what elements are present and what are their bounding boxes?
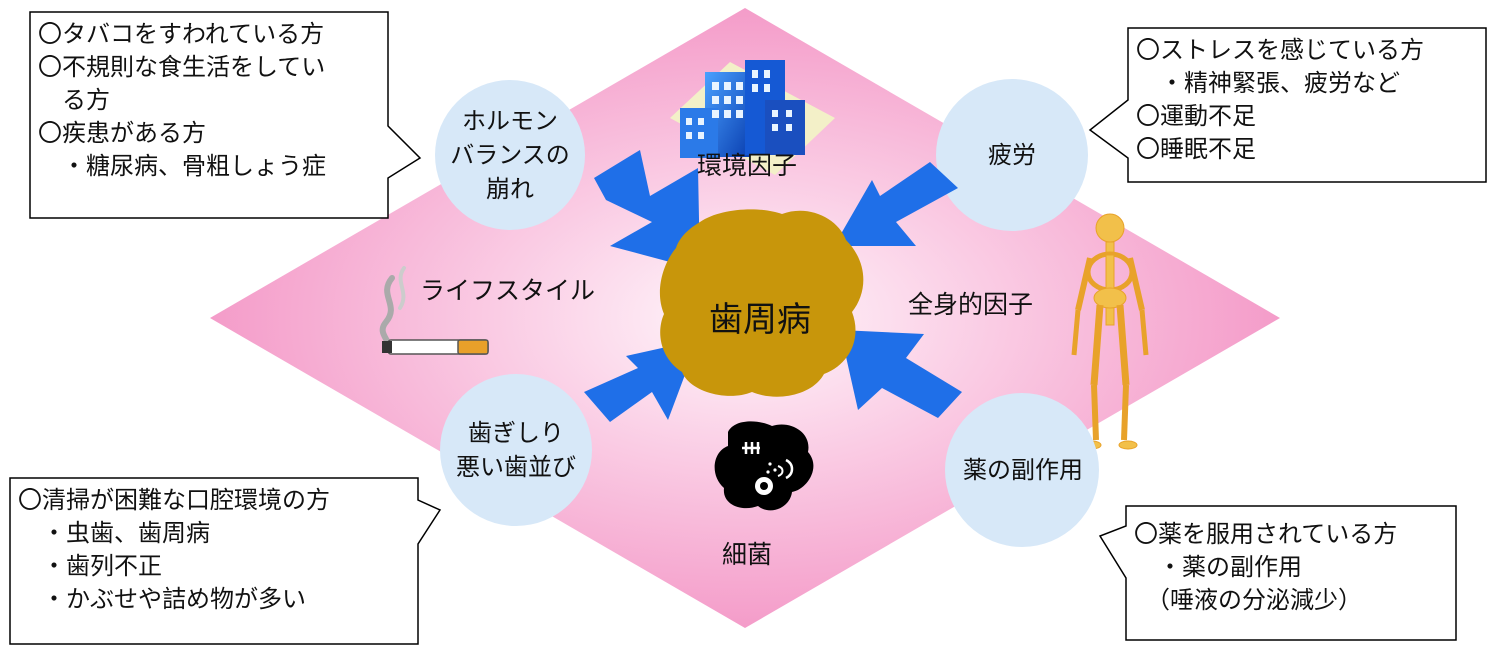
hormone-line-2: バランスの [450,141,570,169]
callout-line: （唾液の分泌減少） [1134,586,1362,614]
callout-line: ・歯列不正 [18,552,162,580]
callout-line: 〇薬を服用されている方 [1134,520,1398,548]
callout-line: ・精神緊張、疲労など [1136,69,1400,97]
side-effect-label: 薬の副作用 [948,400,1098,540]
callout-line: ・かぶせや詰め物が多い [18,585,306,613]
bacteria-factor-label: 細菌 [722,540,773,569]
center-label: 歯周病 [709,300,811,340]
bruxism-line-1: 歯ぎしり [468,419,564,447]
callout-line: 〇疾患がある方 [38,119,206,147]
callout-line: 〇清掃が困難な口腔環境の方 [18,486,330,514]
systemic-factor-label: 全身的因子 [908,290,1034,319]
environment-factor-label: 環境因子 [697,151,798,180]
cause-circle-side-effect [945,393,1099,547]
callout-bottom-right-text: 〇薬を服用されている方 ・薬の副作用 （唾液の分泌減少） [1134,518,1397,617]
arrow-fatigue [834,162,958,246]
cause-circle-hormone [435,80,585,230]
cigarette-icon [379,266,489,355]
arrow-hormone [594,150,700,270]
callout-top-right-text: 〇ストレスを感じている方 ・精神緊張、疲労など 〇運動不足 〇睡眠不足 [1136,34,1424,166]
callout-line: 〇運動不足 [1136,102,1256,130]
callout-line: ・虫歯、歯周病 [18,519,210,547]
arrow-side-effect [840,330,962,418]
callout-box-top-right [1088,27,1487,183]
callout-line: る方 [38,86,110,114]
callout-box-bottom-left [9,477,442,645]
callout-line: 〇睡眠不足 [1136,135,1256,163]
side-effect-line-1: 薬の副作用 [963,456,1083,484]
lifestyle-factor-label: ライフスタイル [420,276,596,305]
callout-bottom-left-text: 〇清掃が困難な口腔環境の方 ・虫歯、歯周病 ・歯列不正 ・かぶせや詰め物が多い [18,484,330,616]
fatigue-label: 疲労 [942,85,1082,225]
callout-line: 〇タバコをすわれている方 [38,20,325,48]
callout-line: ・糖尿病、骨粗しょう症 [38,152,326,180]
callout-line: 〇不規則な食生活をしてい [38,53,326,81]
callout-line: ・薬の副作用 [1134,553,1302,581]
fatigue-line-1: 疲労 [988,141,1036,169]
periodontal-disease-blob [659,209,864,397]
callout-box-top-left [29,11,422,219]
building-icon [670,60,835,175]
callout-top-left-text: 〇タバコをすわれている方 〇不規則な食生活をしてい る方 〇疾患がある方 ・糖尿… [38,18,326,183]
cause-circle-bruxism [440,374,592,526]
hormone-line-1: ホルモン [462,107,558,135]
bacteria-icon [714,421,814,511]
hormone-label: ホルモン バランスの 崩れ [440,85,580,225]
bruxism-line-2: 悪い歯並び [456,453,576,481]
callout-line: 〇ストレスを感じている方 [1136,36,1424,64]
skeleton-icon [1071,213,1149,450]
callout-box-bottom-right [1098,505,1457,641]
bruxism-label: 歯ぎしり 悪い歯並び [446,380,586,520]
hormone-line-3: 崩れ [486,175,534,203]
cause-circle-fatigue [936,79,1088,231]
